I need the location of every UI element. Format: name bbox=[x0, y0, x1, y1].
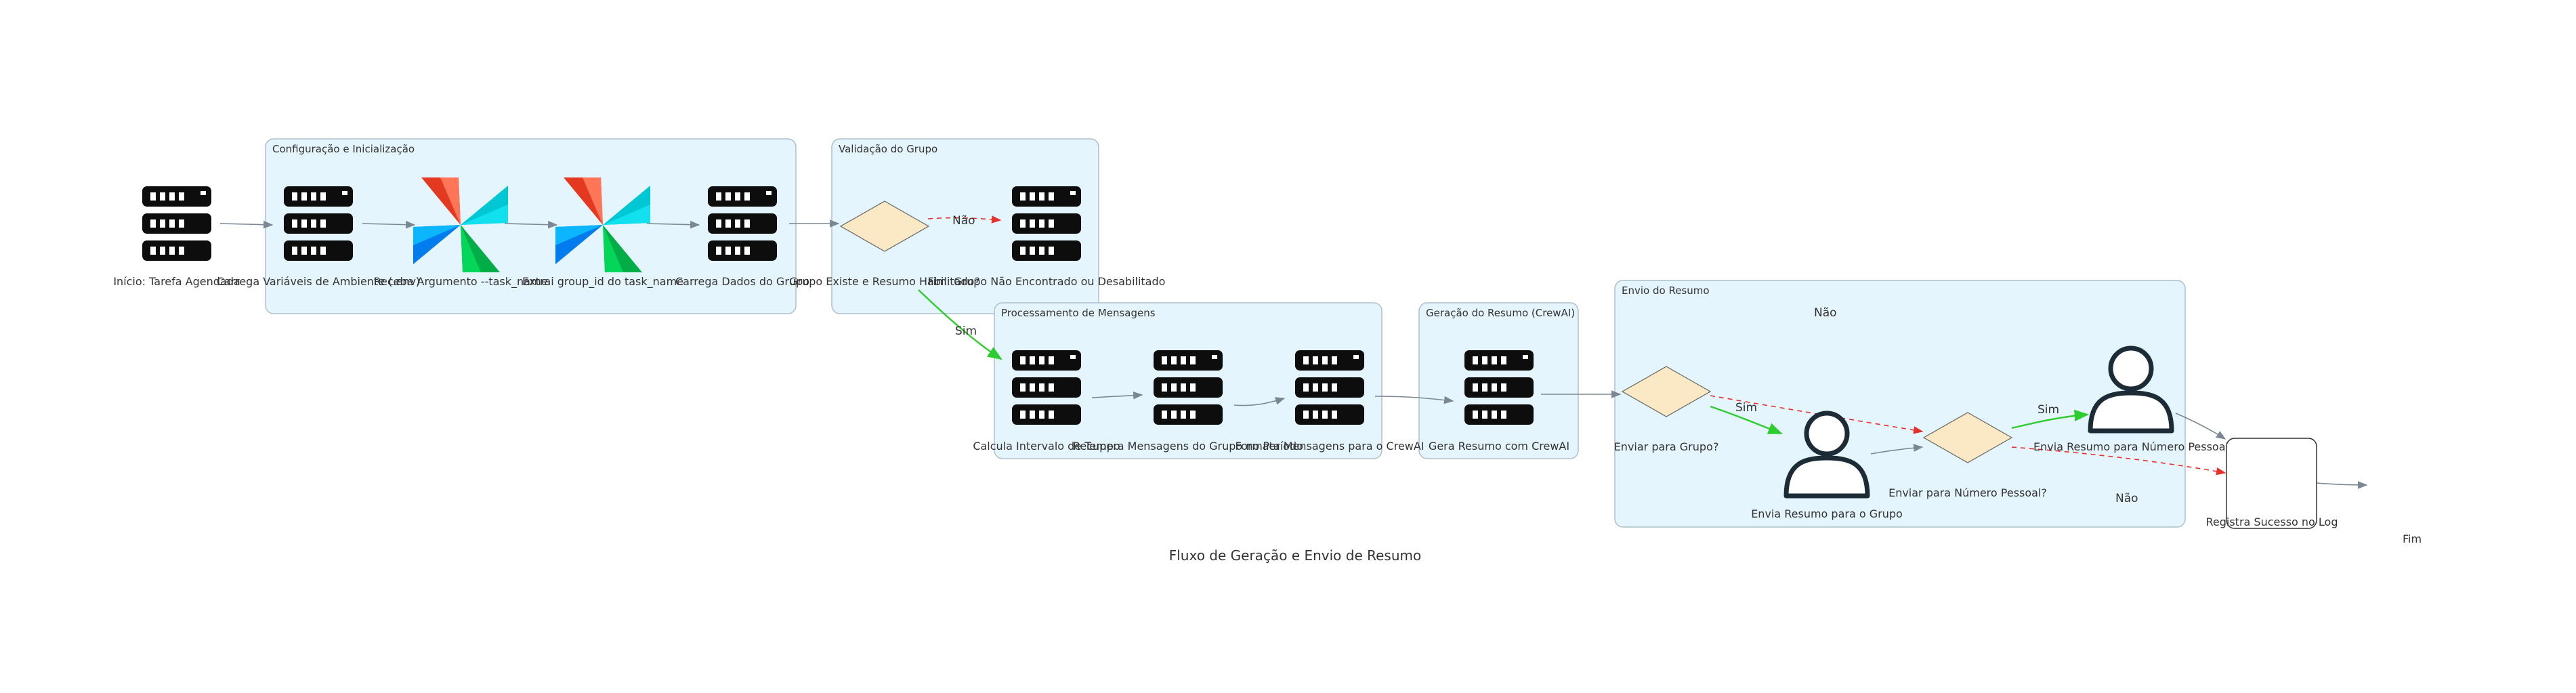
node-label-recupera: Recupera Mensagens do Grupo no Período bbox=[1073, 440, 1303, 453]
edge-carrega-env-recebe-arg bbox=[362, 220, 416, 229]
node-envia-grupo: Envia Resumo para o Grupo bbox=[1751, 413, 1903, 520]
node-carrega-grupo: Carrega Dados do Grupo bbox=[675, 186, 809, 288]
edge-decisao-fim-grupo bbox=[927, 215, 1002, 224]
server-icon bbox=[284, 186, 353, 261]
node-inicio: Início: Tarefa Agendada bbox=[113, 186, 240, 288]
edges bbox=[219, 215, 2368, 489]
node-label-formata: Formata Mensagens para o CrewAI bbox=[1235, 440, 1424, 453]
edge-label-sim-enviar-grupo: Sim bbox=[1735, 401, 1757, 415]
server-icon bbox=[142, 186, 211, 261]
cluster-label-configuracao: Configuração e Inicialização bbox=[272, 143, 415, 155]
log-box bbox=[2226, 438, 2317, 529]
node-label-gera: Gera Resumo com CrewAI bbox=[1429, 440, 1569, 453]
node-label-inicio: Início: Tarefa Agendada bbox=[113, 275, 240, 288]
server-icon bbox=[1012, 186, 1081, 261]
node-label-fim-grupo: Fim: Grupo Não Encontrado ou Desabilitad… bbox=[928, 275, 1166, 288]
node-label-envia-grupo: Envia Resumo para o Grupo bbox=[1751, 507, 1903, 520]
diagram-title: Fluxo de Geração e Envio de Resumo bbox=[1169, 547, 1421, 564]
edge-registra-fim bbox=[2316, 481, 2368, 489]
edge-label-nao-enviar-pessoal: Não bbox=[2115, 492, 2138, 505]
edge-envia-grupo-enviar-pessoal bbox=[1870, 444, 1924, 455]
edge-recupera-formata bbox=[1233, 397, 1286, 406]
node-registra: Registra Sucesso no Log bbox=[2206, 438, 2338, 529]
edge-labels: Não Sim Sim Sim Não Não bbox=[952, 214, 2138, 505]
edge-enviar-pessoal-envia-pessoal bbox=[2011, 409, 2090, 429]
cluster-label-processamento: Processamento de Mensagens bbox=[1001, 307, 1156, 319]
server-icon bbox=[1295, 350, 1364, 425]
node-fim-grupo: Fim: Grupo Não Encontrado ou Desabilitad… bbox=[928, 186, 1166, 288]
node-label-carrega-env: Carrega Variáveis de Ambiente (.env) bbox=[217, 275, 420, 288]
node-label-fim: Fim bbox=[2403, 532, 2422, 545]
node-label-registra: Registra Sucesso no Log bbox=[2206, 516, 2338, 528]
cluster-label-validacao: Validação do Grupo bbox=[839, 143, 937, 155]
node-recebe-arg: Recebe Argumento --task_name bbox=[374, 177, 548, 289]
edge-enviar-grupo-envia-grupo bbox=[1710, 405, 1783, 435]
node-label-extrai-group: Extrai group_id do task_name bbox=[522, 275, 683, 289]
edge-label-nao-enviar-grupo: Não bbox=[1814, 306, 1837, 320]
node-gera: Gera Resumo com CrewAI bbox=[1429, 350, 1569, 453]
edge-recebe-arg-extrai-group bbox=[504, 220, 558, 229]
node-label-calcula: Calcula Intervalo de Tempo bbox=[973, 440, 1120, 453]
node-extrai-group: Extrai group_id do task_name bbox=[522, 177, 683, 289]
cluster-configuracao: Configuração e Inicialização bbox=[265, 138, 797, 314]
node-enviar-pessoal: Enviar para Número Pessoal? bbox=[1888, 412, 2047, 499]
node-recupera: Recupera Mensagens do Grupo no Período bbox=[1073, 350, 1303, 453]
node-enviar-grupo: Enviar para Grupo? bbox=[1614, 366, 1719, 453]
decision-diamond bbox=[1621, 366, 1712, 417]
node-label-envia-pessoal: Envia Resumo para Número Pessoal bbox=[2033, 440, 2229, 453]
node-envia-pessoal: Envia Resumo para Número Pessoal bbox=[2033, 348, 2229, 453]
edge-formata-gera bbox=[1374, 396, 1454, 404]
node-carrega-env: Carrega Variáveis de Ambiente (.env) bbox=[217, 186, 420, 288]
node-fim: Fim bbox=[2403, 532, 2422, 545]
node-label-enviar-pessoal: Enviar para Número Pessoal? bbox=[1888, 486, 2047, 499]
node-label-recebe-arg: Recebe Argumento --task_name bbox=[374, 275, 548, 289]
decision-diamond bbox=[1922, 412, 2013, 463]
edge-label-nao-grupo: Não bbox=[952, 214, 975, 228]
node-decisao-grupo: Grupo Existe e Resumo Habilitado? bbox=[789, 201, 980, 288]
edge-envia-pessoal-registra bbox=[2175, 413, 2226, 440]
node-label-enviar-grupo: Enviar para Grupo? bbox=[1614, 440, 1719, 453]
edge-label-sim-grupo: Sim bbox=[955, 324, 977, 338]
edge-calcula-recupera bbox=[1091, 391, 1143, 400]
decision-diamond bbox=[839, 201, 930, 252]
node-label-decisao-grupo: Grupo Existe e Resumo Habilitado? bbox=[789, 275, 980, 288]
server-icon bbox=[1464, 350, 1534, 425]
cluster-validacao: Validação do Grupo bbox=[831, 138, 1099, 314]
edge-extrai-group-carrega-grupo bbox=[646, 220, 700, 229]
node-label-carrega-grupo: Carrega Dados do Grupo bbox=[675, 275, 809, 288]
node-formata: Formata Mensagens para o CrewAI bbox=[1235, 350, 1424, 453]
edge-label-sim-enviar-pessoal: Sim bbox=[2037, 403, 2059, 417]
edge-enviar-pessoal-registra bbox=[2011, 446, 2226, 476]
server-icon bbox=[1012, 350, 1081, 425]
node-calcula: Calcula Intervalo de Tempo bbox=[973, 350, 1120, 453]
server-icon bbox=[708, 186, 777, 261]
cluster-label-envio: Envio do Resumo bbox=[1622, 285, 1710, 297]
edge-decisao-calcula bbox=[918, 289, 1002, 360]
edge-inicio-carrega-env bbox=[219, 220, 274, 229]
cluster-envio: Envio do Resumo bbox=[1614, 280, 2186, 528]
cluster-label-geracao: Geração do Resumo (CrewAI) bbox=[1426, 307, 1575, 319]
server-icon bbox=[1154, 350, 1223, 425]
